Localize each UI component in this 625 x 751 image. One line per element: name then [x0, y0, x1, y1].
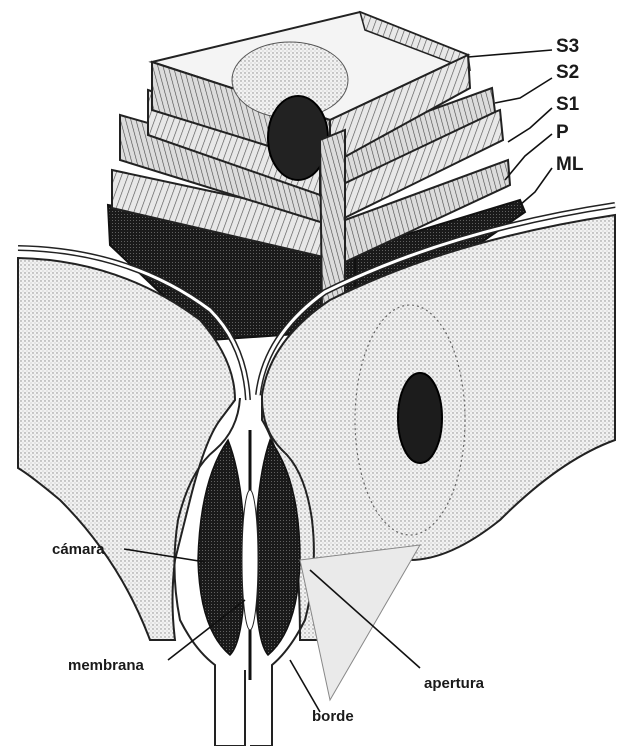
label-borde: borde	[312, 708, 354, 725]
pit-opening	[268, 96, 328, 180]
label-apertura: apertura	[424, 675, 484, 692]
label-camara: cámara	[52, 541, 105, 558]
label-membrana: membrana	[68, 657, 144, 674]
label-ml: ML	[556, 154, 583, 176]
label-p: P	[556, 122, 569, 144]
label-s2: S2	[556, 62, 579, 84]
label-s1: S1	[556, 94, 579, 116]
label-s3: S3	[556, 36, 579, 58]
pit-chamber-face	[300, 545, 420, 700]
